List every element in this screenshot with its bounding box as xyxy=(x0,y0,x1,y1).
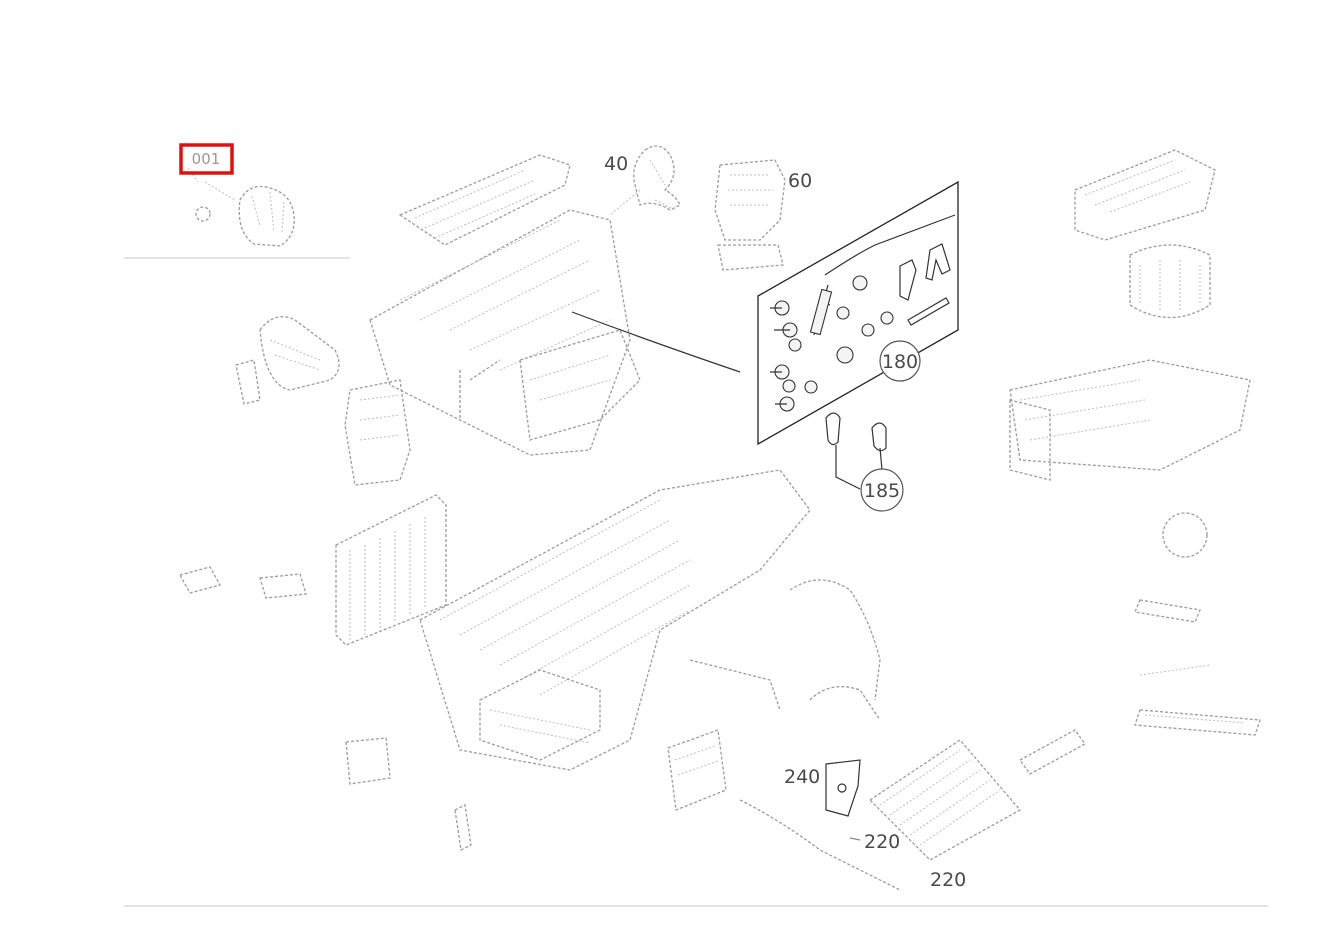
small-fittings-left[interactable] xyxy=(179,566,307,599)
filter-housing[interactable] xyxy=(344,379,411,486)
upper-housing-assembly[interactable] xyxy=(369,154,641,456)
right-oil-pan[interactable] xyxy=(1009,359,1251,481)
clip-set[interactable] xyxy=(825,412,904,512)
callout-185[interactable]: 185 xyxy=(864,480,900,502)
highlight-box xyxy=(179,143,234,175)
radiator-block[interactable] xyxy=(335,494,447,646)
callout-220-upper[interactable]: 220 xyxy=(864,831,900,853)
selector-lever[interactable] xyxy=(739,799,901,891)
gear-set xyxy=(770,275,894,412)
callout-180[interactable]: 180 xyxy=(882,351,918,373)
callout-001[interactable]: 001 xyxy=(192,150,221,168)
pipe-part[interactable] xyxy=(1019,729,1086,775)
callout-60[interactable]: 60 xyxy=(788,170,812,192)
dipstick-tube[interactable] xyxy=(571,311,741,373)
part-240-plate[interactable] xyxy=(825,759,861,817)
right-upper-housing[interactable] xyxy=(1074,149,1216,241)
cooler-lines[interactable] xyxy=(689,579,881,721)
part-60-component[interactable] xyxy=(714,159,786,271)
right-lower-components[interactable] xyxy=(1134,512,1261,736)
right-cylinder-part[interactable] xyxy=(1129,244,1211,319)
part-40-bracket[interactable] xyxy=(609,145,681,216)
callout-220-lower[interactable]: 220 xyxy=(930,869,966,891)
callout-240[interactable]: 240 xyxy=(784,766,820,788)
callout-40[interactable]: 40 xyxy=(604,153,628,175)
gear-kit-panel[interactable] xyxy=(757,180,959,446)
left-valve-cluster[interactable] xyxy=(235,316,340,405)
small-bolt[interactable] xyxy=(454,804,472,851)
part-001-assembly[interactable] xyxy=(187,167,295,247)
filter-screen[interactable] xyxy=(868,739,1022,861)
main-transmission-case[interactable] xyxy=(419,469,811,771)
mount-bracket-left[interactable] xyxy=(345,737,391,785)
side-cover[interactable] xyxy=(667,729,727,811)
